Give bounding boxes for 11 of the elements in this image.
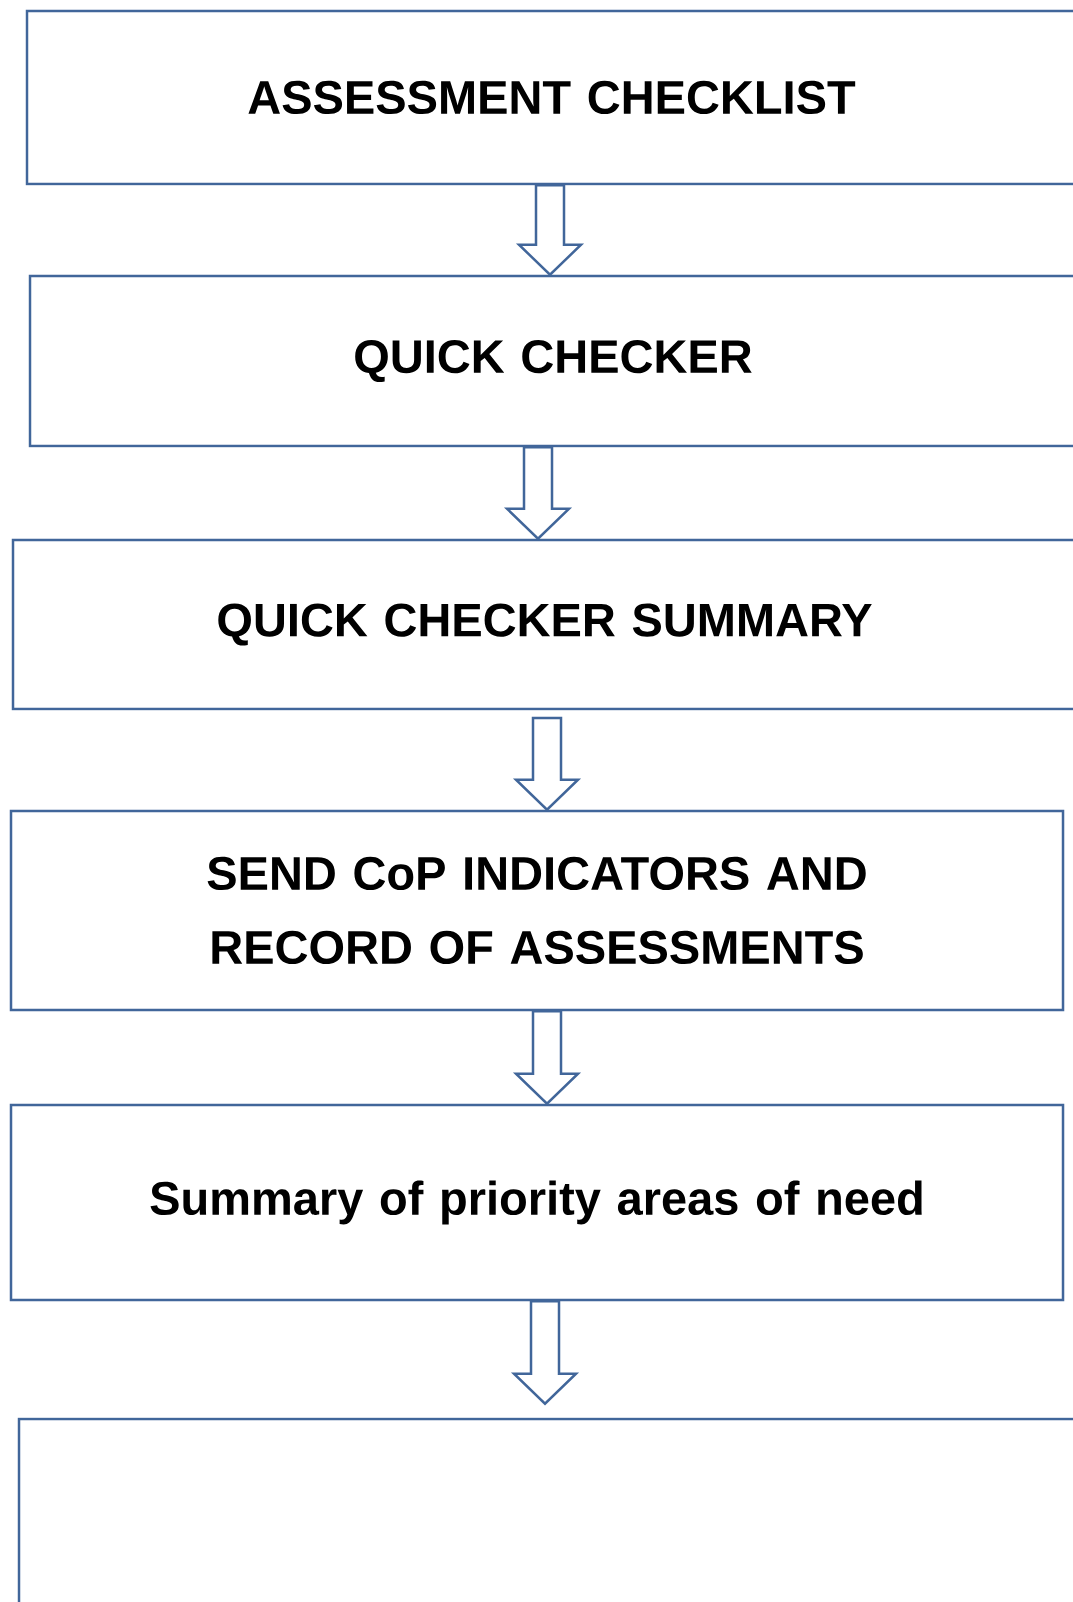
process-box: SEND CoP INDICATORS AND RECORD OF ASSESSMENTS [9,809,1065,1012]
block-arrow [512,716,582,812]
block-arrow [512,1010,582,1106]
process-box: QUICK CHECKER SUMMARY [11,538,1073,711]
block-arrow [515,184,585,277]
block-arrow [510,1300,580,1406]
process-box: ASSESSMENT CHECKLIST [25,9,1073,186]
empty-box [17,1417,1073,1602]
process-box: QUICK CHECKER [28,274,1073,448]
block-arrow [503,446,573,541]
process-box: Summary of priority areas of need [9,1103,1065,1302]
